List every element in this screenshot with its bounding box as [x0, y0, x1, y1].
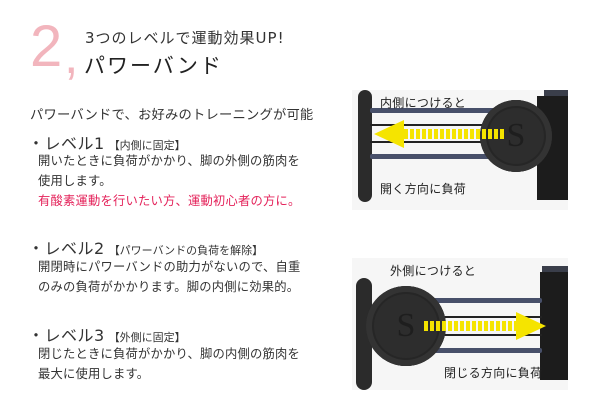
pad-cap	[542, 266, 568, 272]
cord-bottom	[370, 141, 530, 143]
level-2-tag: 【パワーバンドの負荷を解除】	[108, 244, 264, 257]
handle-bar	[358, 90, 372, 202]
arrow-shaft	[404, 129, 504, 139]
level-3-heading: ・レベル3【外側に固定】	[28, 322, 186, 346]
disc-logo: S	[396, 307, 416, 344]
level-3-line-1: 閉じたときに負荷がかかり、脚の内側の筋肉を	[38, 347, 300, 361]
rail-top	[370, 108, 530, 113]
section-subtitle: 3つのレベルで運動効果UP!	[85, 29, 285, 47]
level-1-label: ・レベル1	[28, 134, 105, 153]
rail-bottom	[412, 348, 542, 353]
level-1-line-2: 使用します。	[38, 174, 112, 188]
rail-bottom	[370, 154, 530, 159]
level-3-label: ・レベル3	[28, 326, 105, 345]
level-1-description: 開いたときに負荷がかかり、脚の外側の筋肉を 使用します。 有酸素運動を行いたい方…	[38, 151, 300, 211]
level-3-description: 閉じたときに負荷がかかり、脚の内側の筋肉を 最大に使用します。	[38, 344, 300, 384]
photo-1-caption-top: 内側につけると	[380, 96, 467, 110]
rail-top	[412, 298, 542, 303]
level-2-label: ・レベル2	[28, 239, 105, 258]
section-number: 2	[30, 14, 63, 79]
photo-inner-attachment: S 内側につけると 開く方向に負荷	[352, 90, 568, 210]
level-2-description: 開閉時にパワーバンドの助力がないので、自重 のみの負荷がかかります。脚の内側に効…	[38, 257, 300, 297]
section-number-comma: ,	[64, 27, 79, 85]
level-2-line-1: 開閉時にパワーバンドの助力がないので、自重	[38, 260, 301, 274]
level-2-heading: ・レベル2【パワーバンドの負荷を解除】	[28, 235, 263, 259]
level-3-tag: 【外側に固定】	[108, 331, 186, 344]
arrow-shaft	[424, 321, 524, 331]
cord-top	[370, 124, 530, 126]
photo-2-caption-bottom: 閉じる方向に負荷	[444, 366, 543, 380]
disc-logo: S	[506, 117, 526, 154]
photo-1-caption-bottom: 開く方向に負荷	[380, 182, 467, 196]
level-1-line-1: 開いたときに負荷がかかり、脚の外側の筋肉を	[38, 154, 300, 168]
lead-text: パワーバンドで、お好みのトレーニングが可能	[30, 108, 314, 123]
arrow-right-icon	[516, 312, 546, 340]
pad-cap	[544, 90, 568, 96]
photo-outer-attachment: S 外側につけると 閉じる方向に負荷	[352, 258, 568, 390]
photo-2-caption-top: 外側につけると	[390, 264, 477, 278]
section-title: パワーバンド	[84, 54, 223, 78]
cord-top	[412, 316, 542, 318]
level-2-line-2: のみの負荷がかかります。脚の内側に効果的。	[38, 280, 300, 294]
level-1-highlight: 有酸素運動を行いたい方、運動初心者の方に。	[38, 194, 301, 208]
cord-bottom	[412, 334, 542, 336]
level-1-tag: 【内側に固定】	[108, 139, 186, 152]
level-1-heading: ・レベル1【内側に固定】	[28, 130, 186, 154]
handle-bar	[356, 278, 372, 390]
level-3-line-2: 最大に使用します。	[38, 367, 150, 381]
arrow-left-icon	[374, 120, 404, 148]
